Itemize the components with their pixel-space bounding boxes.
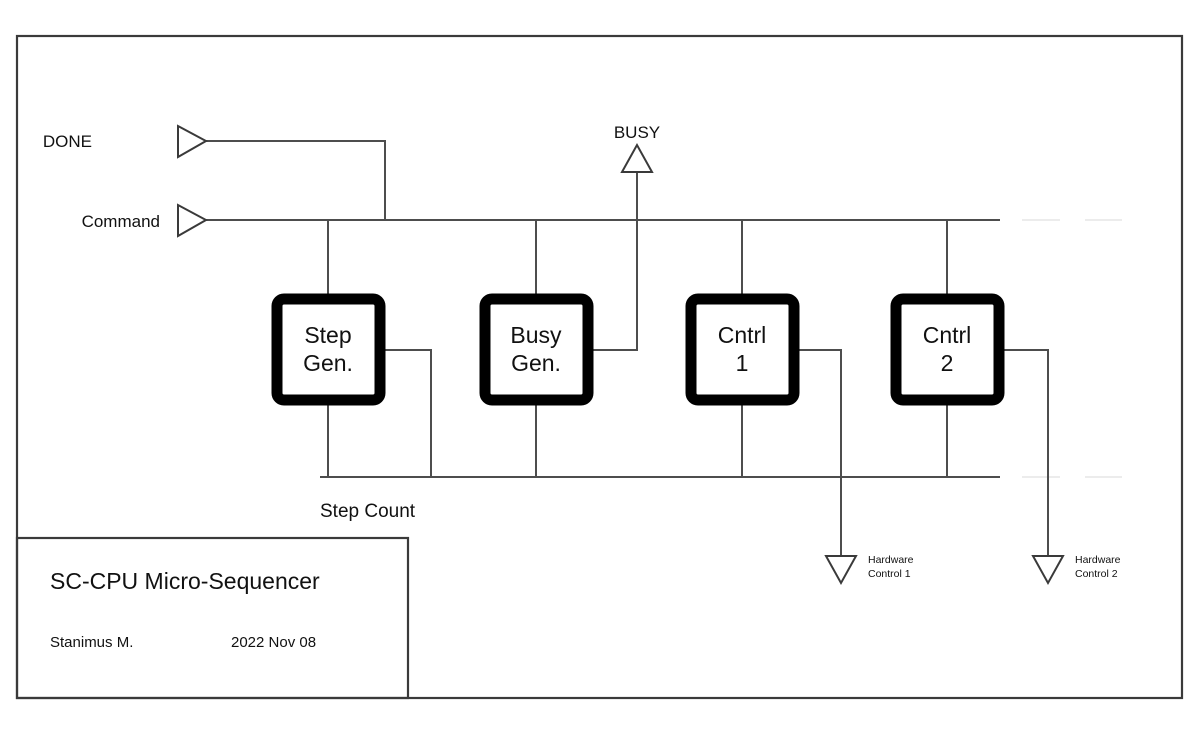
block-busy-gen-line1: Busy <box>510 322 562 348</box>
block-busy-gen[interactable]: Busy Gen. <box>479 293 594 406</box>
wire-step-gen-output <box>385 349 432 477</box>
block-cntrl-2-line1: Cntrl <box>923 322 972 348</box>
block-cntrl-1-line1: Cntrl <box>718 322 767 348</box>
busy-output-port-icon[interactable] <box>620 142 654 173</box>
block-cntrl-1[interactable]: Cntrl 1 <box>685 293 800 406</box>
title-block-border <box>15 536 410 700</box>
wire-busy-gen-output <box>592 172 638 351</box>
hardware-control-1-port-icon[interactable] <box>824 555 858 586</box>
block-step-gen-line1: Step <box>304 322 351 348</box>
block-busy-gen-line2: Gen. <box>511 350 561 376</box>
hardware-control-2-label-line2: Control 2 <box>1075 568 1118 580</box>
wire-cntrl-2-output <box>1001 349 1049 556</box>
block-step-gen[interactable]: Step Gen. <box>271 293 386 406</box>
hardware-control-2-label-line1: Hardware <box>1075 554 1121 566</box>
block-cntrl-2-body[interactable] <box>890 293 1005 406</box>
hardware-control-1-label-line2: Control 1 <box>868 568 911 580</box>
wire-cntrl-1-output <box>796 349 842 556</box>
title-block-author: Stanimus M. <box>50 634 133 651</box>
busy-label: BUSY <box>614 123 660 142</box>
block-step-gen-body[interactable] <box>271 293 386 406</box>
block-step-gen-line2: Gen. <box>303 350 353 376</box>
block-cntrl-2[interactable]: Cntrl 2 <box>890 293 1005 406</box>
title-block-title: SC-CPU Micro-Sequencer <box>50 568 320 594</box>
hardware-control-1-label-line1: Hardware <box>868 554 914 566</box>
hardware-control-2-port-icon[interactable] <box>1031 555 1065 586</box>
block-cntrl-1-line2: 1 <box>736 350 749 376</box>
title-block: SC-CPU Micro-Sequencer Stanimus M. 2022 … <box>15 536 410 700</box>
wire-done <box>206 140 386 220</box>
block-busy-gen-body[interactable] <box>479 293 594 406</box>
done-input-port-icon[interactable] <box>177 124 209 159</box>
command-input-port-icon[interactable] <box>177 203 209 238</box>
command-label: Command <box>82 212 160 231</box>
drawing-frame <box>15 34 1184 700</box>
block-cntrl-1-body[interactable] <box>685 293 800 406</box>
done-label: DONE <box>43 132 92 151</box>
block-cntrl-2-line2: 2 <box>941 350 954 376</box>
title-block-date: 2022 Nov 08 <box>231 634 316 651</box>
step-count-bus-label: Step Count <box>320 501 416 522</box>
